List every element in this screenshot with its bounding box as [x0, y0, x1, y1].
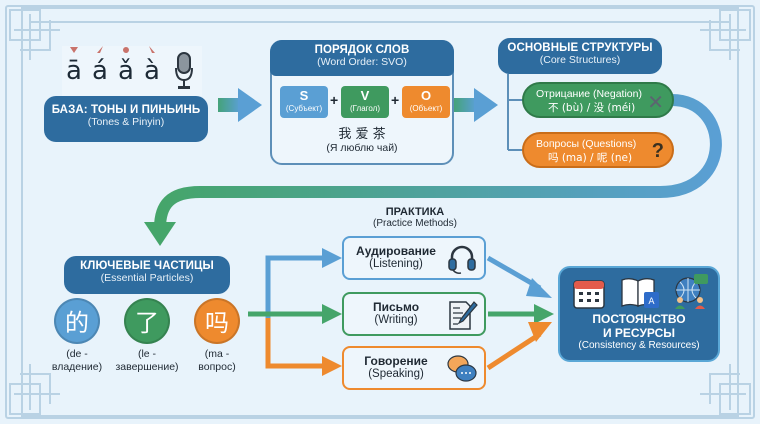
word-order-header: ПОРЯДОК СЛОВ (Word Order: SVO) — [270, 40, 454, 76]
label-line: (le - — [137, 348, 157, 360]
svo-verb: V (Глагол) — [341, 86, 389, 118]
particles-header: КЛЮЧЕВЫЕ ЧАСТИЦЫ (Essential Particles) — [64, 256, 230, 294]
tone-4: à — [144, 56, 160, 86]
word-order-subtitle: (Word Order: SVO) — [317, 56, 407, 68]
svo-label: (Глагол) — [349, 104, 380, 113]
core-connector — [507, 74, 524, 151]
practice-speaking: Говорение (Speaking) — [342, 346, 486, 390]
label-line: (ma - — [204, 348, 230, 360]
tone-mark-icon — [70, 47, 78, 53]
microphone-icon — [175, 52, 193, 89]
particles-subtitle: (Essential Particles) — [100, 272, 194, 284]
decorative-frame — [5, 5, 755, 419]
practice-writing: Письмо (Writing) — [342, 292, 486, 336]
negation-pill: Отрицание (Negation) 不 (bù) / 没 (méi) ✕ — [522, 82, 674, 118]
book-translate-icon: A — [621, 278, 659, 308]
label-line: (de - — [66, 348, 88, 360]
practice-sub: (Listening) — [369, 258, 423, 270]
tone-3: ǎ — [118, 56, 134, 86]
tone-mark-icon — [149, 46, 155, 53]
arrow-head-speaking — [322, 356, 342, 376]
particle-de: 的 — [54, 298, 100, 344]
tone-mark-icon — [97, 46, 103, 53]
label-line: завершение) — [115, 361, 179, 373]
svo-letter: S — [299, 88, 309, 103]
arrow-head-res-orange — [528, 322, 552, 342]
particle-ma-label: (ma - вопрос) — [182, 348, 252, 374]
core-title: ОСНОВНЫЕ СТРУКТУРЫ — [507, 42, 653, 54]
core-structures-header: ОСНОВНЫЕ СТРУКТУРЫ (Core Structures) — [498, 38, 662, 74]
svo-label: (Объект) — [409, 104, 443, 113]
arrow-head-writing — [322, 304, 342, 324]
arrow-head-res-blue — [526, 278, 552, 298]
svo-subject: S (Субъект) — [280, 86, 328, 118]
plus-sign: + — [391, 92, 400, 108]
resources-line2: И РЕСУРСЫ — [602, 326, 676, 340]
label-line: владение) — [51, 361, 103, 373]
base-title: БАЗА: ТОНЫ И ПИНЬИНЬ — [51, 104, 201, 116]
arrow-word-order-to-core — [454, 88, 498, 122]
globe-people-icon — [675, 274, 708, 309]
practice-branch-arrows — [248, 255, 325, 369]
arrow-head-listening — [322, 248, 342, 268]
practice-label: Говорение — [364, 354, 428, 368]
practice-title: ПРАКТИКА — [385, 206, 445, 218]
negation-label: Отрицание (Negation) — [536, 88, 642, 100]
questions-example: 吗 (ma) / 呢 (ne) — [548, 152, 633, 164]
svo-letter: O — [420, 88, 432, 103]
practice-label: Аудирование — [356, 244, 436, 258]
svo-letter: V — [360, 88, 370, 103]
plus-sign: + — [330, 92, 339, 108]
curved-arrow-core-to-particles — [154, 94, 722, 229]
arrow-base-to-word-order — [218, 88, 262, 122]
tone-1: ā — [66, 56, 82, 86]
practice-subtitle: (Practice Methods) — [373, 218, 457, 229]
svo-object: O (Объект) — [402, 86, 450, 118]
question-mark-icon: ? — [651, 140, 664, 162]
resources-icons: A — [560, 268, 718, 312]
base-box: БАЗА: ТОНЫ И ПИНЬИНЬ (Tones & Pinyin) — [44, 96, 208, 142]
particles-title: КЛЮЧЕВЫЕ ЧАСТИЦЫ — [80, 260, 214, 272]
practice-sub: (Speaking) — [368, 368, 424, 380]
practice-sub: (Writing) — [374, 314, 418, 326]
particle-ma: 吗 — [194, 298, 240, 344]
questions-label: Вопросы (Questions) — [536, 138, 637, 150]
resources-box: A ПОСТОЯНСТВО И РЕСУРСЫ (Consistency & R… — [558, 266, 720, 362]
curved-arrow-head — [144, 222, 176, 246]
practice-listening: Аудирование (Listening) — [342, 236, 486, 280]
cross-icon: ✕ — [647, 92, 664, 114]
questions-pill: Вопросы (Questions) 吗 (ma) / 呢 (ne) ? — [522, 132, 674, 168]
svo-label: (Субъект) — [285, 104, 323, 113]
practice-label: Письмо — [372, 300, 420, 314]
writing-icon — [449, 301, 478, 330]
practice-heading: ПРАКТИКА (Practice Methods) — [330, 206, 500, 229]
tone-mark-icon — [123, 47, 129, 53]
arrow-head-res-green — [534, 304, 554, 324]
label-line: вопрос) — [198, 361, 236, 373]
svg-text:A: A — [648, 297, 655, 307]
negation-example: 不 (bù) / 没 (méi) — [548, 102, 636, 114]
headphones-icon — [448, 245, 476, 274]
particle-le-label: (le - завершение) — [112, 348, 182, 374]
tone-2: á — [92, 56, 108, 86]
resources-subtitle: (Consistency & Resources) — [578, 340, 700, 351]
word-order-title: ПОРЯДОК СЛОВ — [314, 44, 410, 56]
core-subtitle: (Core Structures) — [539, 54, 621, 66]
speech-bubbles-icon — [447, 355, 477, 382]
calendar-icon — [573, 280, 605, 309]
resources-line1: ПОСТОЯНСТВО — [592, 312, 686, 326]
practice-to-resources-arrows — [486, 255, 542, 371]
tones-panel: ā á ǎ à — [62, 46, 202, 96]
particle-le: 了 — [124, 298, 170, 344]
base-subtitle: (Tones & Pinyin) — [87, 116, 165, 128]
example-translation: (Я люблю чай) — [326, 142, 398, 154]
example-chinese: 我 爱 茶 — [338, 127, 386, 142]
particle-de-label: (de - владение) — [42, 348, 112, 374]
